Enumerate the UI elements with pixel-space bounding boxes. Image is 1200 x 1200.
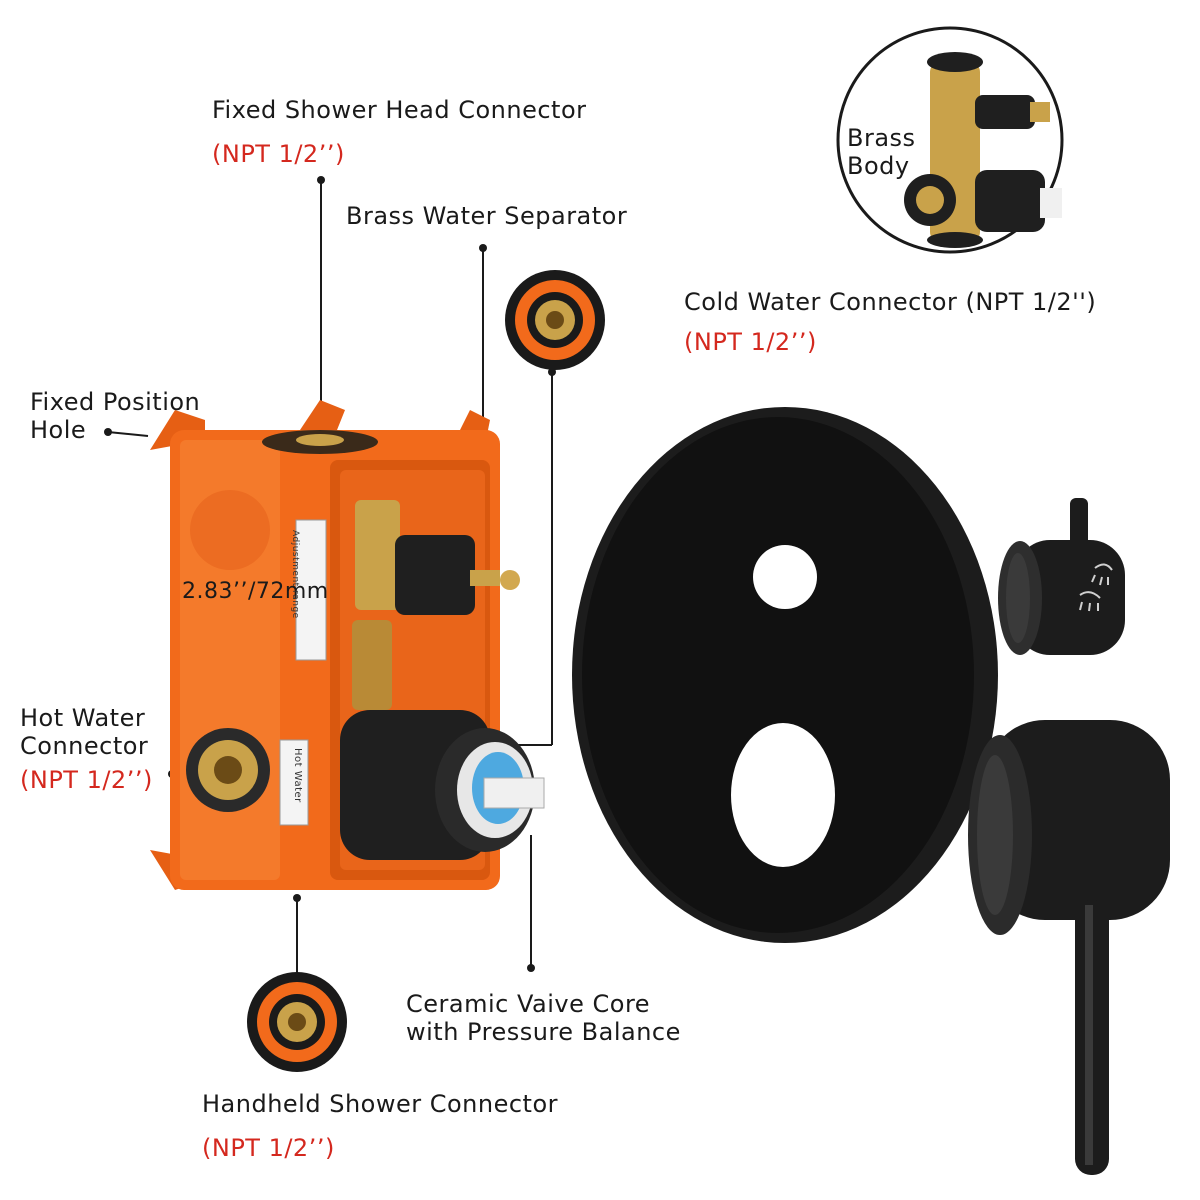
brass-body-inset	[836, 26, 1064, 254]
dimension-label: 2.83’’/72mm	[182, 579, 329, 604]
fixed-position-label-1: Fixed Position	[30, 388, 201, 416]
separator-connector-inset	[505, 270, 605, 370]
diverter-knob	[998, 498, 1125, 655]
handheld-connector-inset	[247, 972, 347, 1072]
rough-in-box	[150, 400, 545, 890]
cold-water-label: Cold Water Connector (NPT 1/2'')	[684, 288, 1097, 316]
fixed-shower-head-label: Fixed Shower Head Connector	[212, 96, 587, 124]
separator-label: Brass Water Separator	[346, 202, 628, 230]
ceramic-core-label-2: with Pressure Balance	[406, 1018, 681, 1046]
fixed-position-label-2: Hole	[30, 416, 87, 444]
handheld-shower-label: Handheld Shower Connector	[202, 1090, 559, 1118]
cold-water-spec: (NPT 1/2’’)	[684, 328, 817, 356]
lever-handle	[968, 720, 1170, 1175]
hot-water-label-2: Connector	[20, 732, 149, 760]
fixed-shower-head-spec: (NPT 1/2’’)	[212, 140, 345, 168]
hot-water-spec: (NPT 1/2’’)	[20, 766, 153, 794]
handheld-shower-icon	[1079, 591, 1101, 612]
box-sticker-hot-water: Hot Water	[292, 748, 303, 803]
brass-body-label-2: Body	[847, 152, 910, 180]
box-sticker-adjustment: Adjustment range	[290, 530, 300, 619]
hot-water-label-1: Hot Water	[20, 704, 146, 732]
trim-plate	[572, 407, 998, 943]
shower-head-icon	[1091, 563, 1113, 586]
ceramic-core-label-1: Ceramic Vaive Core	[406, 990, 651, 1018]
brass-body-label-1: Brass	[847, 124, 916, 152]
handheld-shower-spec: (NPT 1/2’’)	[202, 1134, 335, 1162]
